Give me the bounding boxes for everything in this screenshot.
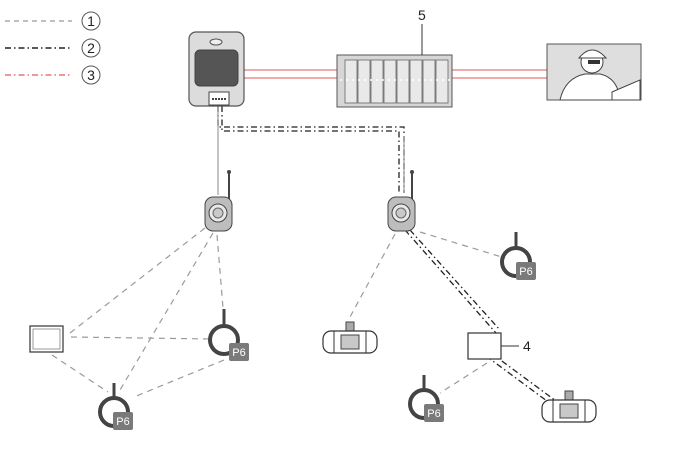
callout-4: 4 [523, 338, 531, 354]
p6-label: P6 [519, 266, 532, 278]
wireless-transmitter-left [204, 170, 233, 232]
legend-number-1: 1 [87, 13, 95, 29]
flow-meter-middle [322, 321, 378, 354]
legend-item-3: 3 [5, 65, 101, 85]
device-box [467, 332, 502, 360]
p6-sensor-top-right: P6 [500, 232, 536, 280]
p6-label: P6 [232, 347, 245, 359]
wireless-transmitter-right [387, 170, 416, 232]
legend-item-1: 1 [5, 11, 101, 31]
wireless-links [51, 227, 506, 398]
red-links [244, 69, 547, 79]
p6-sensor-bottom-left: P6 [98, 383, 133, 430]
legend-number-3: 3 [87, 67, 95, 83]
operator-workstation [546, 43, 642, 101]
p6-sensor-middle-left: P6 [208, 309, 249, 361]
legend: 1 2 3 [5, 11, 101, 85]
p6-sensor-bottom-middle: P6 [408, 375, 444, 422]
legend-item-2: 2 [5, 38, 101, 58]
adapter-box-left [29, 325, 64, 353]
legend-number-2: 2 [87, 40, 95, 56]
p6-label: P6 [427, 408, 440, 420]
callout-5: 5 [418, 7, 426, 23]
p6-label: P6 [116, 416, 129, 428]
wired-links [217, 106, 405, 195]
io-system [336, 54, 453, 108]
gateway-device [188, 31, 245, 107]
flow-meter-right [541, 390, 597, 423]
